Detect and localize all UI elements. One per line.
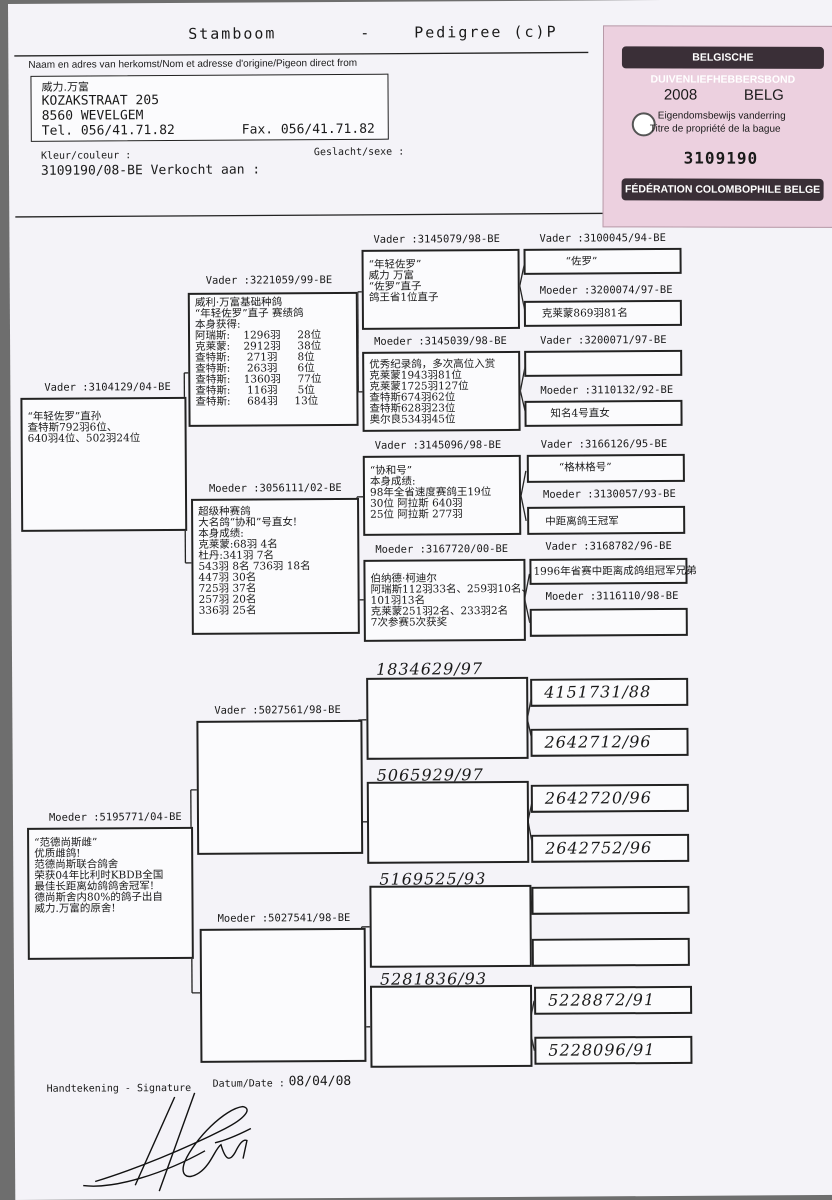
gen4-b1-text [526, 352, 680, 359]
gen4-d2-label: Moeder :3116110/98-BE [545, 589, 679, 603]
dam-sire-label: Vader :5027561/98-BE [214, 703, 341, 717]
gen4-d1-label: Vader :3168782/96-BE [545, 539, 672, 553]
sex-label: Geslacht/sexe : [313, 146, 405, 159]
sire-box: “年轻佐罗”直孙 查特斯792羽6位、 640羽4位、502羽24位 [20, 396, 188, 532]
gen4-a2-box: 克莱蒙869羽81名 [523, 299, 682, 327]
dam-dam-box [199, 927, 367, 1063]
handwritten-signature [83, 1092, 252, 1192]
gen4-h2-handwritten: 5228096/91 [548, 1040, 656, 1060]
gen4-a1-label: Vader :3100045/94-BE [539, 231, 666, 245]
sire-sire-label: Vader :3221059/99-BE [205, 274, 333, 287]
gen3-b-label: Moeder :3145039/98-BE [374, 334, 507, 348]
gen3-a-box: “年轻佐罗” 威力 万富 “佐罗”直子 鸽王省1位直子 [361, 248, 520, 330]
owner-name: 威力.万富 [41, 80, 90, 94]
owner-street: KOZAKSTRAAT 205 [41, 93, 160, 109]
stamp-number: 3109190 [683, 148, 759, 168]
stamp-bottom-banner: FÉDÉRATION COLOMBOPHILE BELGE [621, 178, 824, 201]
date-value: 08/04/08 [288, 1073, 352, 1090]
owner-city: 8560 WEVELGEM [41, 108, 144, 124]
gen3-c-text: “协和号” 本身成绩: 98年全省速度赛鸽王19位 30位 阿拉斯 640羽 2… [369, 464, 492, 521]
sire-dam-label: Moeder :3056111/02-BE [208, 481, 342, 495]
gen4-b1-box [524, 349, 683, 377]
owner-box: 威力.万富 KOZAKSTRAAT 205 8560 WEVELGEM Tel.… [30, 73, 389, 142]
gen4-a2-text: 克莱蒙869羽81名 [541, 307, 628, 320]
gen3-d-box: 伯纳德·柯迪尔 阿瑞斯112羽33名、259羽10名、 101羽13名 克莱蒙2… [363, 558, 532, 642]
stamp-top-banner: BELGISCHE DUIVENLIEFHEBBERSBOND [621, 46, 824, 86]
owner-tel: Tel. 056/41.71.82 [41, 122, 175, 139]
gen3-c-label: Vader :3145096/98-BE [374, 438, 502, 452]
sire-text: “年轻佐罗”直孙 查特斯792羽6位、 640羽4位、502羽24位 [27, 410, 141, 445]
sire-sire-box: 威利·万富基础种鸽 “年轻佐罗”直子 赛绩鸽 本身获得: 阿瑞斯: 1296羽 … [187, 291, 359, 427]
gen4-e2-box: 2642712/96 [530, 727, 689, 757]
dam-sire-box [196, 719, 364, 855]
gen4-f1-handwritten: 2642720/96 [544, 788, 652, 808]
gen4-c1-box: “格林格号” [526, 453, 685, 483]
gen3-f-box [366, 780, 530, 864]
gen4-g1-box [531, 885, 690, 915]
gen3-e-box [366, 676, 529, 760]
stamp-year: 2008 [663, 86, 698, 104]
ring-certificate-stamp: BELGISCHE DUIVENLIEFHEBBERSBOND 2008 BEL… [602, 25, 832, 228]
gen4-h1-box: 5228872/91 [534, 985, 693, 1015]
pedigree-sheet: Stamboom - Pedigree (c)P Naam en adres v… [8, 0, 832, 1200]
gen4-d1-box: 1996年省赛中距离成鸽组冠军兄弟 [529, 557, 697, 585]
gen3-h-box [370, 984, 533, 1068]
stamp-line1: Eigendomsbewijs vanderring [657, 110, 786, 122]
gen3-c-box: “协和号” 本身成绩: 98年全省速度赛鸽王19位 30位 阿拉斯 640羽 2… [362, 454, 522, 536]
gen4-c2-text: 中距离鸽王冠军 [545, 515, 619, 528]
gen3-d-label: Moeder :3167720/00-BE [375, 542, 509, 556]
gen4-b2-text: 知名4号直女 [550, 407, 610, 420]
title-pedigree: Pedigree (c)P [414, 22, 558, 42]
gen4-e1-handwritten: 4151731/88 [544, 682, 652, 702]
gen4-c1-text: “格林格号” [558, 461, 612, 474]
gen4-c2-box: 中距离鸽王冠军 [527, 505, 686, 535]
stamp-country: BELG [743, 86, 784, 104]
gen4-f1-box: 2642720/96 [530, 783, 689, 813]
sire-label: Vader :3104129/04-BE [44, 381, 171, 394]
color-label: Kleur/couleur : [40, 150, 132, 162]
gen3-a-label: Vader :3145079/98-BE [373, 232, 500, 246]
gen4-a1-text: “佐罗” [565, 255, 598, 268]
owner-fax: Fax. 056/41.71.82 [241, 121, 375, 138]
gen3-b-box: 优秀纪录鸽，多次高位入赏 克莱蒙1943羽81位 克莱蒙1725羽127位 查特… [362, 350, 521, 432]
dam-dam-label: Moeder :5027541/98-BE [217, 911, 351, 925]
sire-dam-box: 超级种赛鸽 大名鸽“协和”号直女! 本身成绩: 克莱蒙:68羽 4名 杜丹:34… [191, 497, 360, 635]
title-dash: - [360, 23, 370, 42]
origin-label: Naam en adres van herkomst/Nom et adress… [28, 57, 358, 71]
gen4-a1-box: “佐罗” [523, 247, 682, 275]
gen4-a2-label: Moeder :3200074/97-BE [539, 283, 673, 297]
gen4-b2-label: Moeder :3110132/92-BE [540, 383, 674, 397]
gen4-e2-handwritten: 2642712/96 [544, 732, 652, 752]
gen4-g2-box [531, 937, 690, 967]
gen4-h1-handwritten: 5228872/91 [548, 990, 656, 1010]
gen4-b1-label: Vader :3200071/97-BE [540, 333, 667, 347]
gen4-f2-handwritten: 2642752/96 [545, 838, 653, 858]
gen3-e-handwritten: 1834629/97 [376, 659, 484, 679]
gen4-h2-box: 5228096/91 [534, 1035, 693, 1065]
ring-number-line: 3109190/08-BE Verkocht aan : [40, 162, 261, 179]
gen4-e1-box: 4151731/88 [530, 677, 689, 707]
gen3-d-text: 伯纳德·柯迪尔 阿瑞斯112羽33名、259羽10名、 101羽13名 克莱蒙2… [370, 572, 532, 629]
gen4-d2-box [529, 607, 688, 637]
dam-text: “范德尚斯雌” 优质雌鸽! 范德尚斯联合鸽舍 荣获04年比利时KBDB全国 最佳… [34, 836, 164, 915]
gen3-a-text: “年轻佐罗” 威力 万富 “佐罗”直子 鸽王省1位直子 [368, 258, 439, 304]
sire-sire-text: 威利·万富基础种鸽 “年轻佐罗”直子 赛绩鸽 本身获得: 阿瑞斯: 1296羽 … [194, 296, 322, 408]
sire-dam-text: 超级种赛鸽 大名鸽“协和”号直女! 本身成绩: 克莱蒙:68羽 4名 杜丹:34… [198, 505, 311, 617]
gen4-d2-text [532, 610, 686, 617]
gen4-f2-box: 2642752/96 [531, 833, 690, 863]
gen4-d1-text: 1996年省赛中距离成鸽组冠军兄弟 [533, 564, 697, 578]
gen3-g-box [369, 884, 532, 968]
title-stamboom: Stamboom [188, 24, 277, 43]
dam-label: Moeder :5195771/04-BE [48, 810, 182, 824]
gen3-b-text: 优秀纪录鸽，多次高位入赏 克莱蒙1943羽81位 克莱蒙1725羽127位 查特… [369, 358, 496, 426]
gen4-c2-label: Moeder :3130057/93-BE [542, 487, 676, 501]
stamp-line2: Titre de propriété de la bague [649, 123, 781, 135]
gen4-c1-label: Vader :3166126/95-BE [540, 437, 668, 451]
dam-box: “范德尚斯雌” 优质雌鸽! 范德尚斯联合鸽舍 荣获04年比利时KBDB全国 最佳… [27, 826, 194, 960]
gen4-b2-box: 知名4号直女 [524, 399, 683, 427]
